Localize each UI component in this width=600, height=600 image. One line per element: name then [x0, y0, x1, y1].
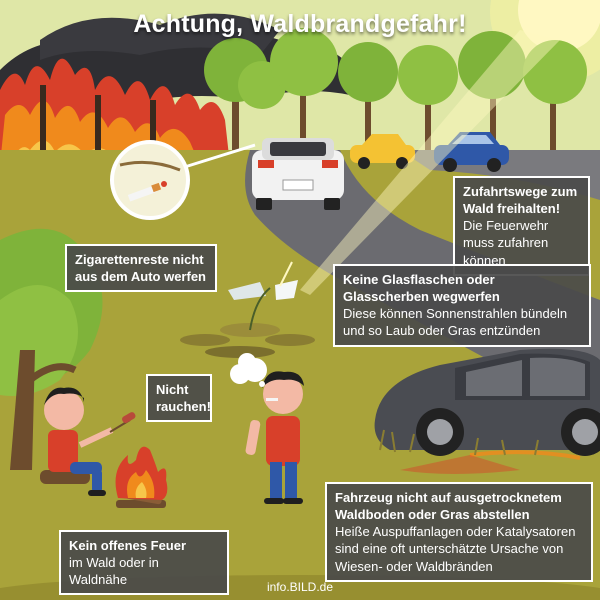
footer-source: info.BILD.de	[266, 580, 334, 594]
page-title: Achtung, Waldbrandgefahr!	[133, 10, 467, 38]
white-car	[252, 138, 344, 210]
smoking-person	[230, 353, 304, 504]
callout-fahrzeug: Fahrzeug nicht auf ausgetrocknetem Waldb…	[325, 482, 593, 582]
callout-text: Die Feuerwehr muss zufahren können	[463, 218, 549, 268]
leaf-pile	[180, 287, 315, 358]
callout-zufahrt: Zufahrtswege zum Wald freihalten! Die Fe…	[453, 176, 590, 276]
callout-text: Diese können Sonnenstrahlen bündeln und …	[343, 306, 568, 339]
thought-bubble-icon	[230, 353, 267, 387]
campfire-icon	[115, 446, 168, 508]
callout-zigarette: Zigarettenreste nicht aus dem Auto werfe…	[65, 244, 217, 293]
cigarette-icon	[127, 181, 167, 202]
magnifier-icon	[110, 140, 256, 220]
callout-feuer: Kein offenes Feuer im Wald oder in Waldn…	[59, 530, 229, 596]
callout-heading: Nicht rauchen!	[156, 382, 211, 415]
callout-text: im Wald oder in Waldnähe	[69, 555, 159, 588]
callout-heading: Zufahrtswege zum Wald freihalten!	[463, 184, 578, 217]
smoke-cloud-2	[40, 13, 280, 60]
callout-text: Heiße Auspuffanlagen oder Katalysatoren …	[335, 524, 576, 574]
blue-car	[434, 132, 509, 172]
callout-heading: Zigarettenreste nicht aus dem Auto werfe…	[75, 252, 206, 285]
callout-heading: Keine Glasflaschen oder Glasscherben weg…	[343, 272, 500, 305]
dry-grass	[379, 429, 539, 456]
glass-shard-icon	[228, 261, 298, 300]
yellow-car	[350, 134, 415, 169]
callout-heading: Kein offenes Feuer	[69, 538, 187, 553]
callout-rauchen: Nicht rauchen!	[146, 374, 212, 423]
callout-heading: Fahrzeug nicht auf ausgetrocknetem Waldb…	[335, 490, 562, 523]
grey-car	[374, 348, 600, 474]
callout-glas: Keine Glasflaschen oder Glasscherben weg…	[333, 264, 591, 347]
sitting-person	[40, 387, 136, 496]
sun-ray	[300, 30, 560, 295]
green-trees	[204, 28, 587, 150]
